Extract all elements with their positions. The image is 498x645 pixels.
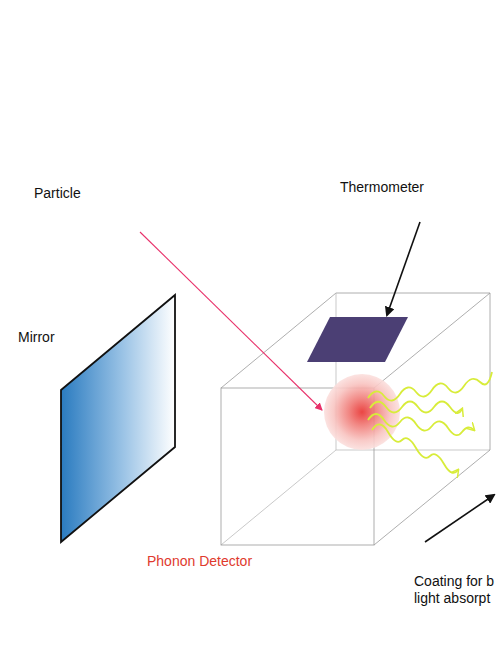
particle-label: Particle xyxy=(34,185,81,202)
particle-track xyxy=(140,232,322,410)
mirror-label: Mirror xyxy=(18,329,55,346)
thermometer-label: Thermometer xyxy=(340,179,424,196)
interaction-spot xyxy=(324,374,400,450)
mirror xyxy=(61,295,175,542)
leader-arrow xyxy=(425,495,494,542)
crystal-cube xyxy=(221,293,490,545)
coating-label: Coating for b light absorpt xyxy=(414,573,498,607)
detector-label: Phonon Detector xyxy=(147,553,252,570)
leader-arrow xyxy=(387,222,420,315)
light-waves xyxy=(368,372,492,473)
thermometer xyxy=(307,317,408,362)
